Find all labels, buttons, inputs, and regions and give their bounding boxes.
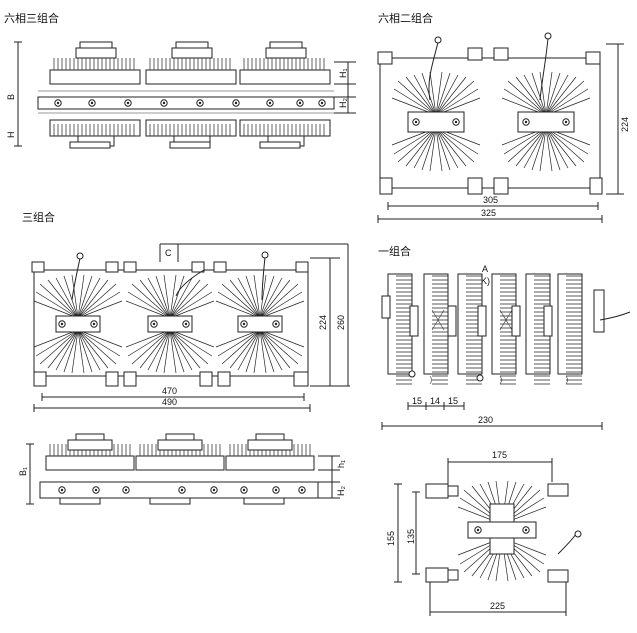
label-h: H	[6, 132, 16, 139]
view-six-phase-double: 305 325 224	[377, 32, 630, 223]
label-k: (K)	[478, 276, 490, 286]
dim-unit-135: 135	[406, 529, 416, 544]
title-six-phase-double: 六相二组合	[378, 11, 433, 25]
label-h1: H₁	[338, 68, 348, 78]
label-a: A	[482, 264, 488, 274]
dim-single-15b: 15	[448, 396, 458, 406]
dim-unit-155: 155	[386, 531, 396, 546]
view-triple: C 470 490 224 260	[31, 243, 350, 412]
label-h2: H₂	[338, 98, 348, 108]
title-single: 一组合	[378, 244, 411, 258]
label-h2-side: H₂	[336, 486, 346, 496]
label-b: B	[6, 94, 16, 100]
view-single-unit: 175 155 135 225	[386, 450, 582, 616]
view-single: A (K) 15 14 15 230	[381, 264, 631, 430]
view-triple-side: B₁ h₁ H₂	[18, 433, 346, 505]
dim-triple-224: 224	[318, 315, 328, 330]
title-triple: 三组合	[22, 210, 55, 224]
label-c: C	[165, 248, 172, 258]
dim-double-305: 305	[483, 195, 498, 205]
dim-double-224: 224	[620, 117, 630, 132]
dim-single-15a: 15	[412, 396, 422, 406]
dim-triple-260: 260	[336, 315, 346, 330]
label-h1-side: h₁	[336, 460, 346, 468]
dim-double-325: 325	[481, 208, 496, 218]
dim-single-230: 230	[478, 415, 493, 425]
dim-triple-470: 470	[162, 386, 177, 396]
title-six-phase-triple: 六相三组合	[4, 11, 59, 25]
dim-single-14: 14	[430, 396, 440, 406]
view-six-phase-triple: B H H₁ H₂	[6, 41, 356, 149]
dim-unit-225: 225	[490, 601, 505, 611]
dim-unit-175: 175	[492, 450, 507, 460]
dim-triple-490: 490	[162, 397, 177, 407]
label-b1: B₁	[18, 467, 28, 476]
